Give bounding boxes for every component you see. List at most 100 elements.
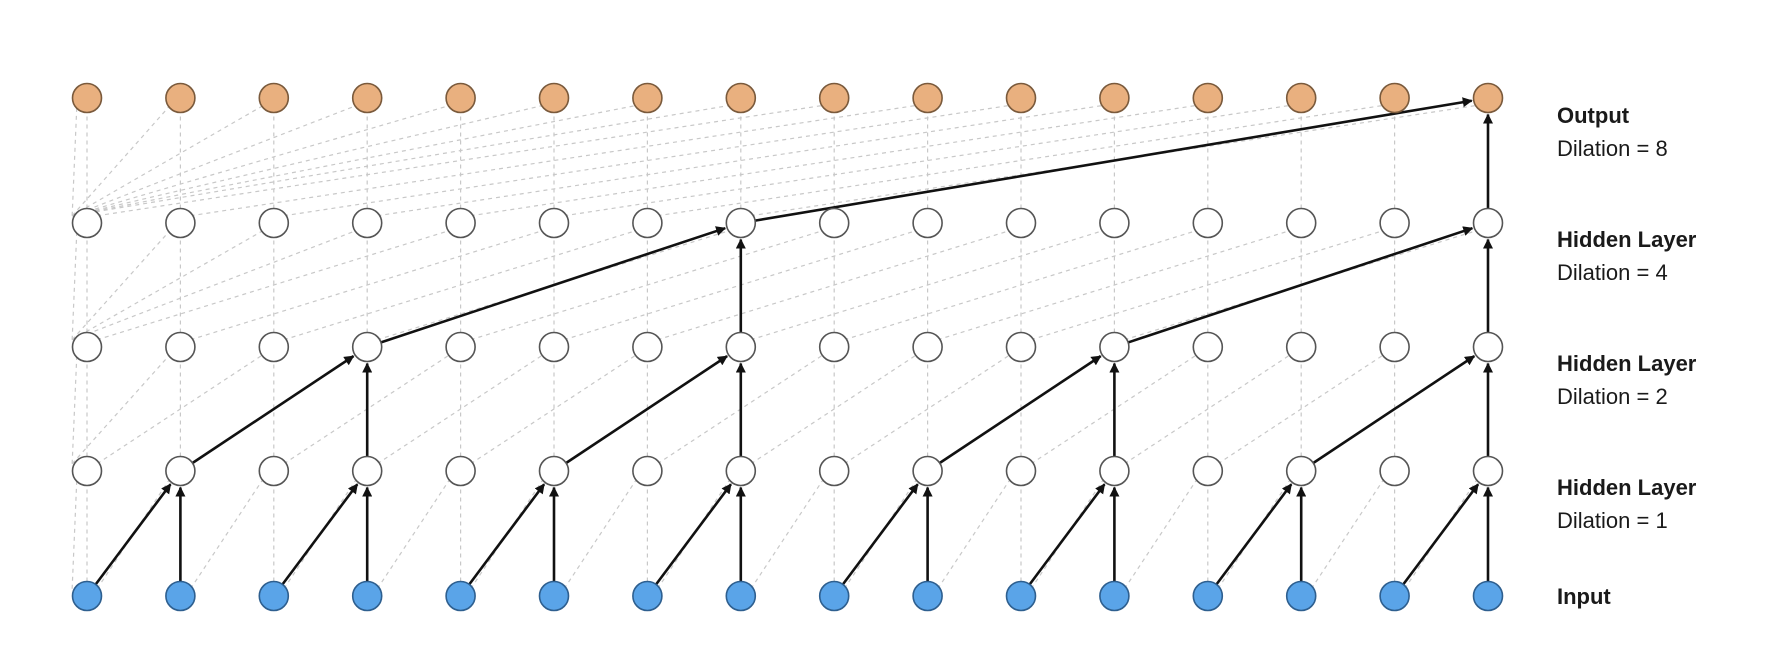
input-node [1285, 580, 1317, 612]
input-node [445, 580, 476, 612]
dashed-connection [72, 104, 638, 217]
hidden1-node [725, 455, 757, 487]
dashed-connection [844, 229, 1198, 341]
dashed-connection [750, 477, 825, 590]
hidden1-node [1285, 455, 1317, 487]
connection-arrow [1127, 226, 1474, 344]
hidden3-node [725, 207, 757, 239]
dashed-connection [1030, 229, 1385, 341]
hidden3-node [912, 207, 943, 239]
output-node [258, 82, 290, 114]
output-node [445, 82, 476, 114]
dashed-connection [1124, 353, 1292, 465]
hidden3-node [71, 207, 103, 239]
connection-arrow [191, 355, 355, 465]
dashed-connection [1310, 477, 1385, 590]
output-node [1472, 82, 1504, 114]
hidden2-node [1005, 331, 1037, 363]
label-hidden-3-title: Hidden Layer [1557, 227, 1697, 252]
output-node [165, 82, 196, 114]
connection-arrow [1215, 483, 1293, 586]
dashed-connection [190, 104, 918, 217]
hidden3-node [165, 207, 196, 239]
hidden1-node [1099, 455, 1130, 487]
label-output-title: Output [1557, 103, 1630, 128]
dashed-connection [71, 105, 78, 216]
hidden2-node [725, 331, 757, 363]
label-output-dilation: Dilation = 8 [1557, 136, 1668, 161]
dashed-connection [1217, 353, 1385, 465]
input-node [725, 580, 757, 612]
hidden1-node [538, 455, 570, 487]
dashed-connection [71, 478, 78, 589]
hidden2-node [538, 331, 570, 363]
connection-arrow [841, 483, 919, 586]
input-node [538, 580, 570, 612]
connection-arrow [1402, 483, 1480, 586]
dashed-connection [283, 104, 1011, 217]
nodes [71, 82, 1504, 612]
hidden2-node [1472, 331, 1504, 363]
connection-arrow [281, 483, 359, 586]
output-node [725, 82, 757, 114]
dashed-connection [564, 104, 1292, 217]
dashed-connection [71, 229, 264, 341]
connection-arrow [468, 483, 546, 586]
hidden3-node [1192, 207, 1224, 239]
connection-arrow [94, 483, 172, 586]
dashed-connection [750, 353, 918, 465]
connection-arrow [938, 355, 1102, 465]
dashed-connection [71, 104, 264, 217]
hidden3-node [818, 207, 850, 239]
input-node [351, 580, 383, 612]
connection-arrow [380, 226, 727, 344]
hidden1-node [632, 455, 663, 487]
connection-arrow [1028, 483, 1106, 586]
input-node [1192, 580, 1224, 612]
input-node [1379, 580, 1410, 612]
output-node [1192, 82, 1224, 114]
dashed-connection [190, 477, 265, 590]
hidden3-node [258, 207, 290, 239]
output-node [818, 82, 850, 114]
hidden3-node [1379, 207, 1410, 239]
label-input: Input [1557, 580, 1611, 613]
dashed-connection [72, 104, 544, 217]
dashed-connection [190, 229, 545, 341]
dashed-connection [71, 354, 78, 464]
label-input-title: Input [1557, 584, 1611, 609]
hidden1-node [912, 455, 943, 487]
hidden2-node [351, 331, 383, 363]
dashed-connection [71, 230, 78, 340]
dashed-connection [470, 229, 825, 341]
hidden1-node [445, 455, 476, 487]
hidden1-node [71, 455, 103, 487]
label-output: Output Dilation = 8 [1557, 99, 1668, 165]
hidden1-node [165, 455, 196, 487]
hidden1-node [1472, 455, 1504, 487]
dashed-connection [97, 104, 825, 217]
output-node [351, 82, 383, 114]
dashed-connection [72, 104, 731, 217]
dashed-connection [71, 104, 451, 217]
hidden2-node [165, 331, 196, 363]
output-node [71, 82, 103, 114]
label-hidden-1-title: Hidden Layer [1557, 475, 1697, 500]
input-node [165, 580, 196, 612]
dashed-connection [470, 353, 638, 465]
dashed-connection [377, 353, 545, 465]
input-node [1005, 580, 1037, 612]
dashed-connection [376, 477, 451, 590]
dashed-connection [657, 229, 1012, 341]
hidden3-node [538, 207, 570, 239]
output-node [1285, 82, 1317, 114]
label-hidden-2-title: Hidden Layer [1557, 351, 1697, 376]
dashed-connection [937, 477, 1012, 590]
output-node [1005, 82, 1037, 114]
connection-arrow [655, 483, 732, 586]
hidden2-node [71, 331, 103, 363]
hidden3-node [1005, 207, 1037, 239]
hidden2-node [818, 331, 850, 363]
label-hidden-1-dilation: Dilation = 1 [1557, 508, 1668, 533]
